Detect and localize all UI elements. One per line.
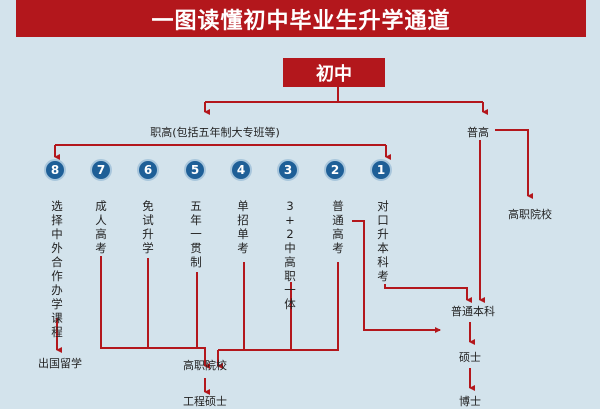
outcome-doctor: 博士	[459, 395, 481, 408]
path-number-1: 1	[370, 159, 392, 181]
path-number-6: 6	[137, 159, 159, 181]
path-number-8: 8	[44, 159, 66, 181]
title-banner: 一图读懂初中毕业生升学通道	[16, 0, 586, 37]
line-group-right	[218, 262, 339, 351]
path-label-4: 单招单考	[237, 199, 249, 255]
path-number-5: 5	[184, 159, 206, 181]
path-label-2: 普通高考	[332, 199, 344, 255]
root-node-junior-high: 初中	[283, 58, 385, 87]
path-number-4: 4	[230, 159, 252, 181]
path-label-7: 成人高考	[95, 199, 107, 255]
path-number-7: 7	[90, 159, 112, 181]
outcome-undergraduate: 普通本科	[451, 305, 495, 318]
path-number-2: 2	[324, 159, 346, 181]
vocational-high-label: 职高(包括五年制大专班等)	[150, 126, 280, 139]
line-gaokao-undergrad	[352, 220, 441, 333]
outcome-general-vocational-college: 高职院校	[508, 208, 552, 221]
line-general-to-college	[495, 129, 533, 199]
path-label-1: 对口升本科考	[377, 199, 389, 283]
path-label-5: 五年一贯制	[190, 199, 202, 269]
outcome-vocational-college: 高职院校	[183, 359, 227, 372]
outcome-engineering-master: 工程硕士	[183, 395, 227, 408]
path-label-3: 3+2中高职一体	[284, 199, 296, 311]
path-label-8: 选择中外合作办学课程	[51, 199, 63, 339]
path-number-3: 3	[277, 159, 299, 181]
line-duikou-undergrad	[384, 284, 472, 303]
path-label-6: 免试升学	[142, 199, 154, 255]
general-high-label: 普高	[467, 126, 489, 139]
line-group-left	[100, 256, 206, 366]
outcome-master: 硕士	[459, 351, 481, 364]
outcome-abroad: 出国留学	[38, 357, 82, 370]
connector-lines	[54, 87, 533, 395]
